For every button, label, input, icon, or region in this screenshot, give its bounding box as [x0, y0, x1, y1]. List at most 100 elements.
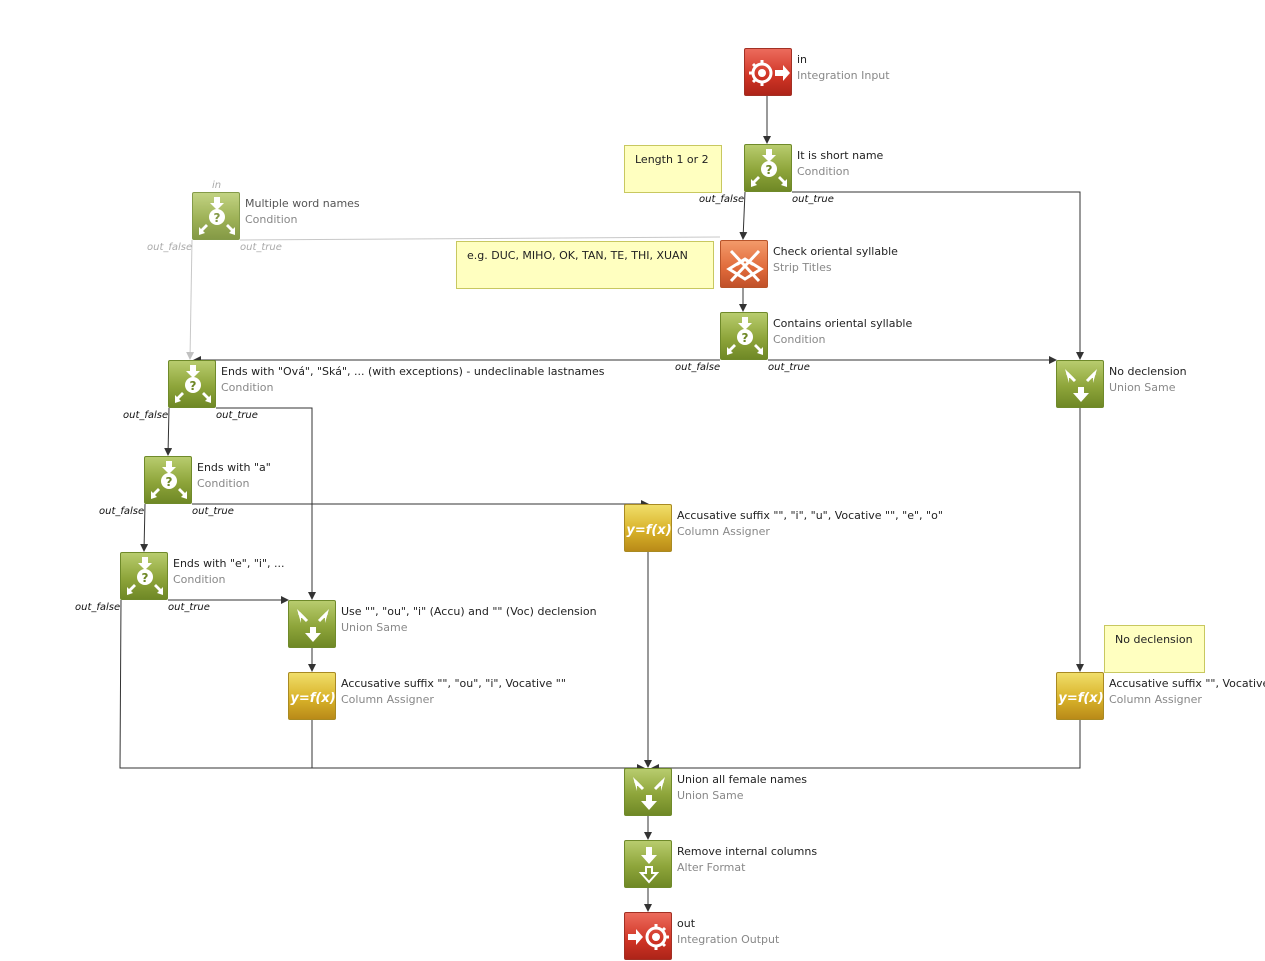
- port-label-false: out_false: [675, 362, 721, 373]
- node-label-remove-columns: Remove internal columns Alter Format: [677, 844, 817, 876]
- node-type: Union Same: [677, 789, 744, 802]
- node-name: in: [797, 53, 808, 66]
- column-assigner-node-accu-ou[interactable]: y=f(x): [288, 672, 336, 720]
- node-name: Accusative suffix "", Vocative "": [1109, 677, 1265, 690]
- node-name: Ends with "e", "i", ...: [173, 557, 285, 570]
- port-label-true: out_true: [168, 602, 210, 613]
- node-name: Check oriental syllable: [773, 245, 898, 258]
- edge-endsova-endsa: [164, 407, 173, 456]
- alter-format-icon: [638, 847, 660, 884]
- function-icon: y=f(x): [1058, 691, 1103, 706]
- node-label-in: in Integration Input: [797, 52, 890, 84]
- node-label-short-name: It is short name Condition: [797, 148, 883, 180]
- port-label-true: out_true: [192, 506, 234, 517]
- condition-node-multiple-word[interactable]: ?: [192, 192, 240, 240]
- annotation-note-length[interactable]: Length 1 or 2: [624, 145, 722, 193]
- union-same-icon: [1065, 369, 1097, 402]
- node-name: Ends with "Ová", "Ská", ... (with except…: [221, 365, 605, 378]
- union-same-node-no-declension[interactable]: [1056, 360, 1104, 408]
- function-icon: y=f(x): [290, 691, 335, 706]
- column-assigner-node-accu-none[interactable]: y=f(x): [1056, 672, 1104, 720]
- svg-text:?: ?: [190, 379, 197, 393]
- svg-text:y=f(x): y=f(x): [626, 523, 671, 538]
- node-type: Condition: [221, 381, 274, 394]
- node-name: Use "", "ou", "i" (Accu) and "" (Voc) de…: [341, 605, 597, 618]
- port-label-false: out_false: [147, 242, 193, 253]
- port-label-false: out_false: [699, 194, 745, 205]
- node-type: Alter Format: [677, 861, 746, 874]
- svg-text:y=f(x): y=f(x): [290, 691, 335, 706]
- node-label-no-declension: No declension Union Same: [1109, 364, 1187, 396]
- node-label-accu-ou: Accusative suffix "", "ou", "i", Vocativ…: [341, 676, 566, 708]
- condition-node-contains-oriental[interactable]: ?: [720, 312, 768, 360]
- node-label-ends-ova: Ends with "Ová", "Ská", ... (with except…: [221, 364, 605, 396]
- union-same-icon: [297, 609, 329, 642]
- port-label-false: out_false: [99, 506, 145, 517]
- node-label-use-ou: Use "", "ou", "i" (Accu) and "" (Voc) de…: [341, 604, 597, 636]
- node-label-ends-a: Ends with "a" Condition: [197, 460, 271, 492]
- port-label-true: out_true: [216, 410, 258, 421]
- strip-titles-icon: [726, 249, 764, 283]
- svg-text:?: ?: [142, 571, 149, 585]
- node-type: Strip Titles: [773, 261, 832, 274]
- union-same-node-use-ou[interactable]: [288, 600, 336, 648]
- annotation-note-oriental-examples[interactable]: e.g. DUC, MIHO, OK, TAN, TE, THI, XUAN: [456, 241, 714, 289]
- condition-icon: ?: [199, 197, 235, 235]
- svg-text:y=f(x): y=f(x): [1058, 691, 1103, 706]
- node-label-union-all: Union all female names Union Same: [677, 772, 807, 804]
- port-label-true: out_true: [792, 194, 834, 205]
- union-same-node-union-all[interactable]: [624, 768, 672, 816]
- annotation-note-no-declension[interactable]: No declension: [1104, 625, 1205, 673]
- node-name: Remove internal columns: [677, 845, 818, 858]
- node-label-accu-none: Accusative suffix "", Vocative "" Column…: [1109, 676, 1265, 708]
- node-type: Condition: [197, 477, 250, 490]
- integration-input-node[interactable]: [744, 48, 792, 96]
- edge-shortname-nodecl: [792, 191, 1084, 360]
- edge-multiword-checkoriental: [239, 236, 721, 241]
- node-label-check-oriental: Check oriental syllable Strip Titles: [773, 244, 898, 276]
- node-label-out: out Integration Output: [677, 916, 779, 948]
- node-name: It is short name: [797, 149, 884, 162]
- node-type: Union Same: [341, 621, 408, 634]
- port-label-true: out_true: [240, 242, 282, 253]
- node-type: Column Assigner: [677, 525, 770, 538]
- condition-node-ends-a[interactable]: ?: [144, 456, 192, 504]
- node-type: Condition: [245, 213, 298, 226]
- node-type: Condition: [773, 333, 826, 346]
- condition-node-ends-e[interactable]: ?: [120, 552, 168, 600]
- svg-text:?: ?: [214, 211, 221, 225]
- node-name: Accusative suffix "", "i", "u", Vocative…: [677, 509, 943, 522]
- node-label-ends-e: Ends with "e", "i", ... Condition: [173, 556, 285, 588]
- union-same-icon: [633, 777, 665, 810]
- node-type: Union Same: [1109, 381, 1176, 394]
- integration-output-node[interactable]: [624, 912, 672, 960]
- condition-icon: ?: [127, 557, 163, 595]
- condition-icon: ?: [151, 461, 187, 499]
- strip-titles-node[interactable]: [720, 240, 768, 288]
- node-name: Multiple word names: [245, 197, 360, 210]
- alter-format-node[interactable]: [624, 840, 672, 888]
- node-type: Condition: [173, 573, 226, 586]
- port-label-false: out_false: [75, 602, 121, 613]
- node-name: Ends with "a": [197, 461, 271, 474]
- node-name: Union all female names: [677, 773, 807, 786]
- condition-icon: ?: [175, 365, 211, 403]
- integration-input-icon: [749, 60, 790, 86]
- svg-text:?: ?: [742, 331, 749, 345]
- function-icon: y=f(x): [626, 523, 671, 538]
- node-label-accu-a: Accusative suffix "", "i", "u", Vocative…: [677, 508, 943, 540]
- port-label-false: out_false: [123, 410, 169, 421]
- condition-node-ends-ova[interactable]: ?: [168, 360, 216, 408]
- node-label-contains-oriental: Contains oriental syllable Condition: [773, 316, 912, 348]
- edge-accunone-unionall: [651, 720, 1081, 772]
- column-assigner-node-accu-a[interactable]: y=f(x): [624, 504, 672, 552]
- node-type: Condition: [797, 165, 850, 178]
- condition-node-short-name[interactable]: ?: [744, 144, 792, 192]
- edge-endsova-useou: [216, 407, 316, 600]
- node-type: Column Assigner: [1109, 693, 1202, 706]
- node-type: Integration Input: [797, 69, 890, 82]
- edge-multiword-endsova: [186, 239, 195, 360]
- svg-text:?: ?: [166, 475, 173, 489]
